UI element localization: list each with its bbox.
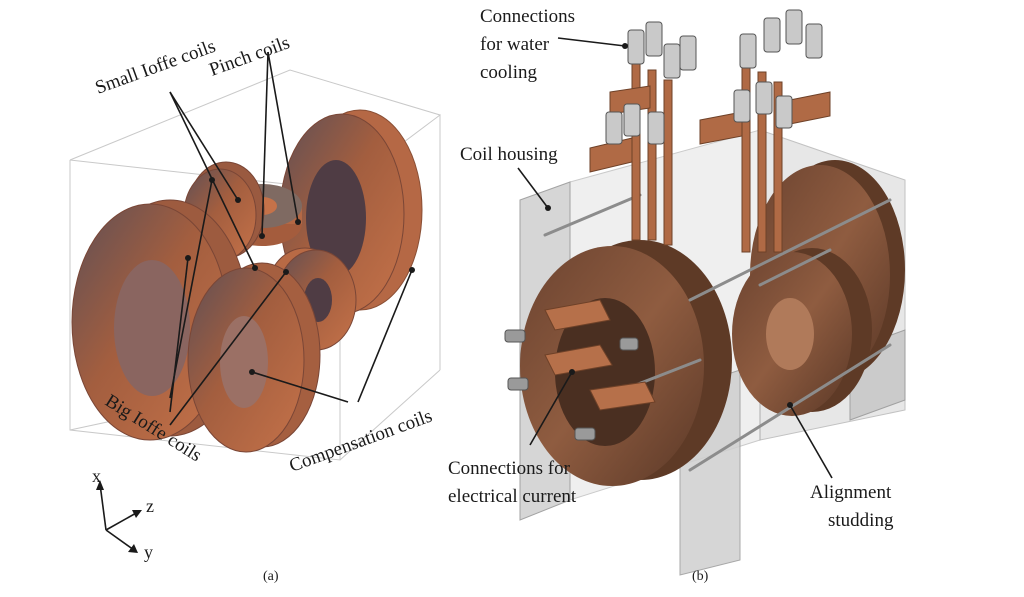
compensation-coil-front: [187, 262, 321, 453]
label-water-cooling: Connections for water cooling: [480, 6, 580, 83]
label-small-ioffe-coils: Small Ioffe coils: [93, 36, 219, 99]
panel-b-leaders: [517, 37, 833, 479]
panel-a: Small Ioffe coils Pinch coils Big Ioffe …: [69, 32, 442, 584]
axis-x-label: x: [92, 466, 101, 486]
label-electrical-connections: Connections for electrical current: [448, 458, 577, 507]
electrical-connectors: [504, 299, 656, 441]
label-coil-housing: Coil housing: [460, 144, 558, 165]
axis-y-label: y: [144, 542, 153, 562]
caption-a: (a): [263, 569, 279, 584]
caption-b: (b): [692, 569, 709, 584]
axis-z-label: z: [146, 496, 154, 516]
label-compensation-coils: Compensation coils: [287, 406, 436, 477]
cooling-tubes: [589, 59, 831, 253]
label-pinch-coils: Pinch coils: [207, 32, 293, 80]
label-alignment-studding: Alignment studding: [810, 482, 896, 531]
right-coil: [732, 248, 872, 416]
axes-triad: x z y: [92, 466, 154, 562]
panel-b: Connections for water cooling Coil housi…: [448, 6, 906, 584]
panel-a-leaders: [169, 51, 415, 426]
water-fittings: [605, 9, 823, 145]
